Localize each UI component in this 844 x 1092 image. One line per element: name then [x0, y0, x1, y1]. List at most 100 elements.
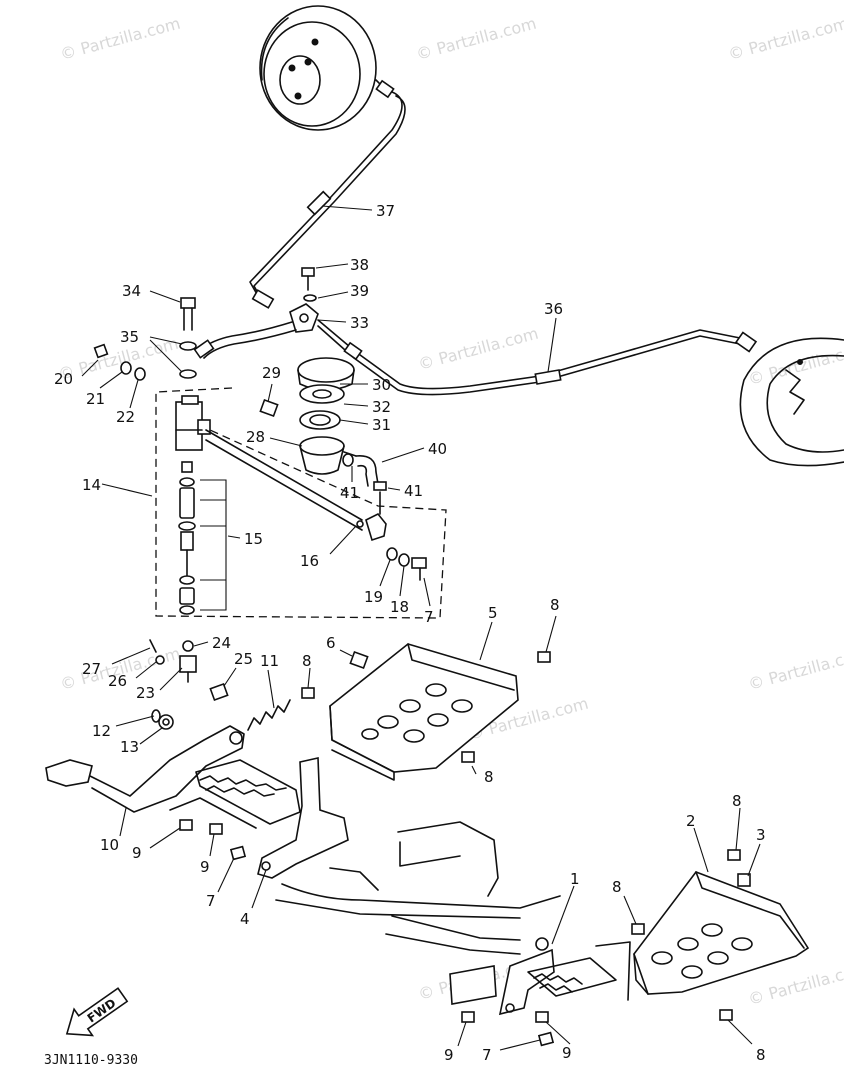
nut-9-c — [461, 1011, 475, 1023]
clip-3 — [737, 873, 751, 887]
callout-8-right-top: 8 — [732, 792, 742, 810]
callout-33: 33 — [350, 314, 369, 332]
hose-to-master — [199, 321, 293, 351]
watermark: © Partzilla.com — [56, 334, 180, 384]
bolt-8-c — [461, 751, 475, 763]
callout-8-top-right: 8 — [550, 596, 560, 614]
callout-11: 11 — [260, 652, 279, 670]
callout-20: 20 — [54, 370, 73, 388]
pin-26 — [155, 655, 165, 665]
callouts: 37 38 39 33 34 35 20 21 22 36 30 32 31 2… — [54, 202, 766, 1064]
return-spring-11 — [247, 699, 291, 731]
screw-29 — [259, 398, 279, 418]
nut-9-a — [179, 819, 193, 831]
callout-1: 1 — [570, 870, 580, 888]
bolt-20 — [93, 343, 109, 359]
watermarks: © Partzilla.com © Partzilla.com © Partzi… — [56, 14, 844, 1009]
footrest-1 — [449, 937, 631, 1016]
diaphragm-plate-32 — [299, 384, 345, 404]
watermark: © Partzilla.com — [746, 644, 844, 694]
master-cylinder-kit-outline — [155, 387, 447, 619]
brake-pedal-10 — [45, 725, 245, 813]
frame-outline — [275, 821, 561, 955]
watermark: © Partzilla.com — [746, 339, 844, 389]
watermark: © Partzilla.com — [58, 14, 182, 64]
callout-40: 40 — [428, 440, 447, 458]
fwd-arrow: FWD — [65, 987, 129, 1037]
pin-25 — [209, 682, 229, 702]
callout-34: 34 — [122, 282, 141, 300]
callout-39: 39 — [350, 282, 369, 300]
callout-30: 30 — [372, 376, 391, 394]
copper-washer-35-b — [179, 369, 197, 379]
callout-23: 23 — [136, 684, 155, 702]
hose-fitting — [251, 289, 275, 309]
diagram-code: 3JN1110-9330 — [44, 1053, 138, 1068]
hose-banjo — [193, 339, 215, 359]
washer-21 — [120, 361, 132, 375]
washer-19 — [386, 547, 398, 561]
callout-35: 35 — [120, 328, 139, 346]
callout-25: 25 — [234, 650, 253, 668]
washer-22 — [134, 367, 146, 381]
pipe-clip — [534, 369, 562, 385]
bolt-8-a — [301, 687, 315, 699]
o-ring-16 — [356, 520, 364, 528]
callout-6: 6 — [326, 634, 336, 652]
callout-19: 19 — [364, 588, 383, 606]
callout-21: 21 — [86, 390, 105, 408]
callout-31: 31 — [372, 416, 391, 434]
callout-26: 26 — [108, 672, 127, 690]
callout-14: 14 — [82, 476, 101, 494]
callout-5: 5 — [488, 604, 498, 622]
brake-hose-upper-inner — [253, 95, 406, 301]
callout-8-right-bottom: 8 — [756, 1046, 766, 1064]
hose-master-to-joint — [205, 429, 363, 521]
pedal-pivot-13 — [158, 714, 174, 730]
cotter-pin-27 — [149, 639, 157, 653]
footrest-bracket-4 — [169, 757, 349, 879]
callout-8-right-mid: 8 — [612, 878, 622, 896]
leader-lines — [81, 205, 761, 1051]
brake-drum-top — [259, 5, 395, 131]
callout-36: 36 — [544, 300, 563, 318]
callout-16: 16 — [300, 552, 319, 570]
callout-18: 18 — [390, 598, 409, 616]
callout-41-left: 41 — [340, 484, 359, 502]
callout-7-top: 7 — [424, 608, 434, 626]
hose-clip-41-a — [342, 453, 354, 467]
hose-clip — [306, 190, 332, 216]
master-cylinder-kit-stack — [178, 461, 227, 615]
callout-28: 28 — [246, 428, 265, 446]
callout-2: 2 — [686, 812, 696, 830]
guard-plate-2 — [633, 871, 810, 995]
callout-12: 12 — [92, 722, 111, 740]
callout-3: 3 — [756, 826, 766, 844]
bolt-7-upper — [411, 557, 427, 581]
callout-24: 24 — [212, 634, 231, 652]
watermark: © Partzilla.com — [414, 14, 538, 64]
nut-24 — [182, 640, 194, 652]
callout-38: 38 — [350, 256, 369, 274]
callout-9-bottom-right: 9 — [562, 1044, 572, 1062]
diaphragm-31 — [299, 410, 341, 430]
pipe-fitting-rear — [734, 331, 758, 353]
callout-10: 10 — [100, 836, 119, 854]
callout-15: 15 — [244, 530, 263, 548]
callout-27: 27 — [82, 660, 101, 678]
brake-drum-rear — [739, 337, 844, 467]
washer-39 — [303, 294, 317, 302]
callout-9-bottom-left: 9 — [444, 1046, 454, 1064]
hose-joint-16 — [365, 491, 387, 542]
three-way-joint — [289, 303, 319, 333]
bolt-38 — [301, 267, 315, 291]
callout-9-left: 9 — [132, 844, 142, 862]
watermark: © Partzilla.com — [726, 14, 844, 64]
watermark: © Partzilla.com — [416, 324, 540, 374]
callout-32: 32 — [372, 398, 391, 416]
hose-clip-41-b — [373, 481, 387, 491]
guard-plate-5 — [329, 643, 519, 781]
pipe-fitting — [343, 341, 363, 361]
callout-7-mid: 7 — [206, 892, 216, 910]
callout-22: 22 — [116, 408, 135, 426]
